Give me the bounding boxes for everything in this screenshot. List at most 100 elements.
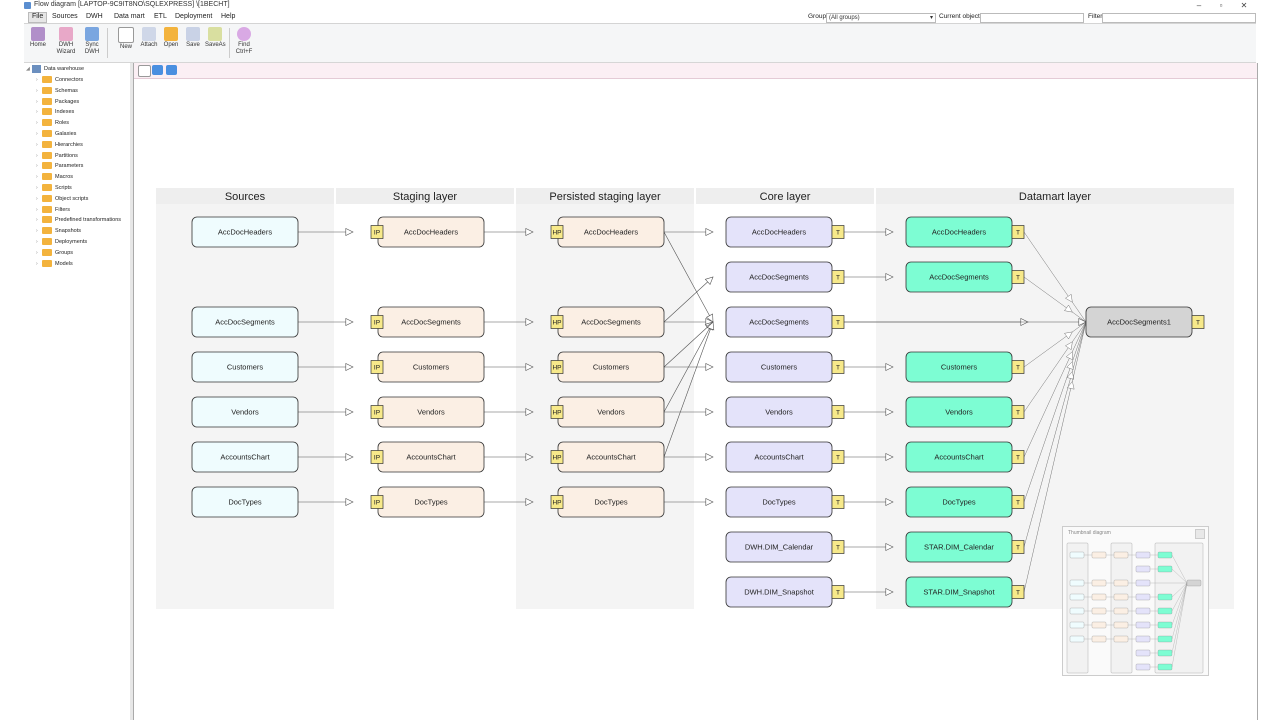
thumbnail-close-icon[interactable] xyxy=(1195,529,1205,539)
menu-file[interactable]: File xyxy=(28,12,48,23)
core-node[interactable]: Vendors xyxy=(725,396,833,428)
filter-field[interactable] xyxy=(1102,13,1256,23)
expand-icon[interactable]: › xyxy=(36,260,38,267)
source-node-box[interactable] xyxy=(191,486,299,518)
back-arrow-icon[interactable] xyxy=(152,65,163,75)
open-button[interactable]: Open xyxy=(163,27,179,49)
fact-node[interactable]: AccDocSegments1 xyxy=(1085,306,1193,338)
expand-icon[interactable]: › xyxy=(36,174,38,181)
source-node[interactable]: AccDocHeaders xyxy=(191,216,299,248)
core-node[interactable]: AccDocSegments xyxy=(725,306,833,338)
tree-item[interactable]: ›Deployments xyxy=(36,237,87,247)
source-node-box[interactable] xyxy=(191,306,299,338)
tree-item[interactable]: ›Galaxies xyxy=(36,129,76,139)
collapse-icon[interactable]: ◢ xyxy=(26,66,30,72)
source-node-box[interactable] xyxy=(191,216,299,248)
tree-item[interactable]: ›Connectors xyxy=(36,75,83,85)
tree-item[interactable]: ›Models xyxy=(36,259,73,269)
expand-icon[interactable]: › xyxy=(36,131,38,137)
staging-node[interactable]: DocTypes xyxy=(377,486,485,518)
core-node[interactable]: AccountsChart xyxy=(725,441,833,473)
datamart-node[interactable]: DocTypes xyxy=(905,486,1013,518)
menu-dwh[interactable]: DWH xyxy=(86,13,103,20)
close-button[interactable]: ✕ xyxy=(1240,1,1248,10)
core-node[interactable]: DWH.DIM_Snapshot xyxy=(725,576,833,608)
persisted-node[interactable]: Vendors xyxy=(557,396,665,428)
tree-item[interactable]: ›Filters xyxy=(36,205,70,215)
expand-icon[interactable]: › xyxy=(36,206,38,213)
menu-etl[interactable]: ETL xyxy=(154,13,167,20)
staging-node[interactable]: Vendors xyxy=(377,396,485,428)
source-node[interactable]: DocTypes xyxy=(191,486,299,518)
menu-sources[interactable]: Sources xyxy=(52,13,78,20)
core-node[interactable]: DocTypes xyxy=(725,486,833,518)
source-node[interactable]: AccDocSegments xyxy=(191,306,299,338)
source-node-box[interactable] xyxy=(191,351,299,383)
expand-icon[interactable]: › xyxy=(36,87,38,94)
splitter[interactable] xyxy=(130,63,133,720)
tree-item[interactable]: ›Roles xyxy=(36,118,69,128)
save-button[interactable]: Save xyxy=(185,27,201,49)
tree-item[interactable]: ›Scripts xyxy=(36,183,72,193)
expand-icon[interactable]: › xyxy=(36,228,38,235)
staging-node[interactable]: Customers xyxy=(377,351,485,383)
expand-icon[interactable]: › xyxy=(36,109,38,116)
datamart-node[interactable]: AccountsChart xyxy=(905,441,1013,473)
persisted-node[interactable]: Customers xyxy=(557,351,665,383)
tree-item[interactable]: ›Packages xyxy=(36,97,79,107)
tree-item[interactable]: ›Predefined transformations xyxy=(36,215,121,225)
menu-deployment[interactable]: Deployment xyxy=(175,13,213,20)
datamart-node[interactable]: Customers xyxy=(905,351,1013,383)
attach-button[interactable]: Attach xyxy=(139,27,159,49)
expand-icon[interactable]: › xyxy=(36,195,38,202)
source-node[interactable]: Vendors xyxy=(191,396,299,428)
datamart-node[interactable]: AccDocSegments xyxy=(905,261,1013,293)
persisted-node[interactable]: AccDocHeaders xyxy=(557,216,665,248)
expand-icon[interactable]: › xyxy=(36,185,38,191)
source-node-box[interactable] xyxy=(191,441,299,473)
expand-icon[interactable]: › xyxy=(36,77,38,83)
tree-item[interactable]: ›Object scripts xyxy=(36,194,88,204)
expand-icon[interactable]: › xyxy=(36,239,38,245)
expand-icon[interactable]: › xyxy=(36,152,38,159)
menu-help[interactable]: Help xyxy=(221,13,236,20)
datamart-node[interactable]: Vendors xyxy=(905,396,1013,428)
persisted-node[interactable]: DocTypes xyxy=(557,486,665,518)
datamart-node[interactable]: STAR.DIM_Calendar xyxy=(905,531,1013,563)
expand-icon[interactable]: › xyxy=(36,249,38,256)
tree-item[interactable]: ›Indexes xyxy=(36,107,74,117)
home-button[interactable]: Home xyxy=(29,27,47,49)
tree-item[interactable]: ›Partitions xyxy=(36,151,78,161)
core-node[interactable]: DWH.DIM_Calendar xyxy=(725,531,833,563)
tree-item[interactable]: ›Schemas xyxy=(36,86,78,96)
minimize-button[interactable]: – xyxy=(1196,1,1202,10)
tree-root[interactable]: ◢Data warehouse xyxy=(26,64,84,74)
current-object-field[interactable] xyxy=(980,13,1084,23)
forward-arrow-icon[interactable] xyxy=(166,65,177,75)
staging-node[interactable]: AccDocSegments xyxy=(377,306,485,338)
expand-icon[interactable]: › xyxy=(36,98,38,105)
list-icon[interactable] xyxy=(138,65,151,77)
new-button[interactable]: New xyxy=(118,27,134,51)
expand-icon[interactable]: › xyxy=(36,141,38,148)
saveas-button[interactable]: SaveAs xyxy=(205,27,226,49)
core-node[interactable]: AccDocSegments xyxy=(725,261,833,293)
thumbnail-diagram[interactable] xyxy=(1063,527,1208,675)
group-select[interactable]: (All groups)▾ xyxy=(826,13,936,23)
datamart-node[interactable]: STAR.DIM_Snapshot xyxy=(905,576,1013,608)
persisted-node[interactable]: AccountsChart xyxy=(557,441,665,473)
tree-item[interactable]: ›Parameters xyxy=(36,161,83,171)
source-node-box[interactable] xyxy=(191,396,299,428)
tree-item[interactable]: ›Snapshots xyxy=(36,226,81,236)
maximize-button[interactable]: ▫ xyxy=(1219,1,1223,10)
persisted-node[interactable]: AccDocSegments xyxy=(557,306,665,338)
source-node[interactable]: Customers xyxy=(191,351,299,383)
tree-item[interactable]: ›Macros xyxy=(36,172,73,182)
datamart-node[interactable]: AccDocHeaders xyxy=(905,216,1013,248)
staging-node[interactable]: AccountsChart xyxy=(377,441,485,473)
tree-item[interactable]: ›Hierarchies xyxy=(36,140,83,150)
menu-data-mart[interactable]: Data mart xyxy=(114,13,145,20)
expand-icon[interactable]: › xyxy=(36,163,38,170)
